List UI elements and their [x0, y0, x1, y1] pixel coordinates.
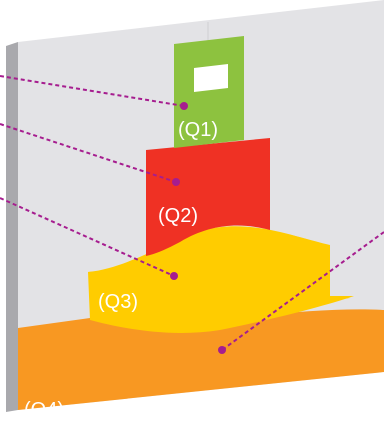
- q1-layer: [174, 36, 244, 148]
- callout-dot-q2: [172, 178, 180, 186]
- callouts: [0, 75, 384, 351]
- label-q4: (Q4): [24, 399, 64, 421]
- callout-dot-q1: [180, 102, 188, 110]
- callout-dot-q4: [218, 346, 226, 354]
- board-left-edge: [6, 42, 18, 412]
- label-q1: (Q1): [178, 119, 218, 141]
- label-q3: (Q3): [98, 291, 138, 313]
- q4-layer: [18, 309, 384, 410]
- q1-plate: [174, 36, 244, 148]
- callout-line-q1: [0, 75, 185, 107]
- callout-dot-q3: [170, 272, 178, 280]
- callout-line-q3: [0, 197, 175, 277]
- q1-window: [194, 64, 228, 92]
- callout-dots: [170, 102, 226, 354]
- label-q2: (Q2): [158, 205, 198, 227]
- q2-layer: [146, 138, 270, 256]
- callout-line-q2: [0, 123, 177, 183]
- callout-line-q4: [221, 231, 384, 351]
